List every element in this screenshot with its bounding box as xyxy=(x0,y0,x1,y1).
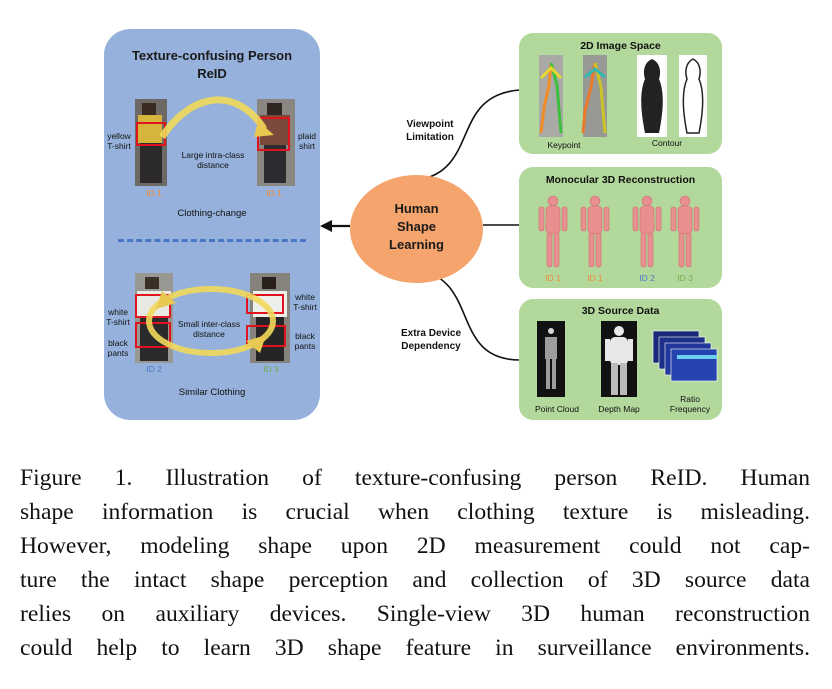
keypoint-caption: Keypoint xyxy=(547,140,581,150)
label-white-tshirt-right: white T-shirt xyxy=(293,292,317,312)
viewpoint-limitation-label: Viewpoint Limitation xyxy=(406,119,454,143)
caption-line: relies on auxiliary devices. Single-view… xyxy=(20,601,810,627)
label-black-pants-left: black pants xyxy=(107,338,129,358)
panel-mono-title: Monocular 3D Reconstruction xyxy=(545,174,696,186)
id-label-bottom-right: ID 3 xyxy=(263,364,279,374)
mesh-id-4: ID 3 xyxy=(677,273,693,283)
mesh-3 xyxy=(632,195,662,268)
contour-caption: Contour xyxy=(651,138,683,148)
arrow-head-left xyxy=(320,220,332,232)
figure-caption: Figure 1. Illustration of texture-confus… xyxy=(20,461,810,665)
label-white-tshirt-left: white T-shirt xyxy=(106,307,130,327)
large-intra-class-distance: Large intra-class distance xyxy=(181,150,245,170)
clothing-change-caption: Clothing-change xyxy=(177,208,247,219)
caption-line: Figure 1. Illustration of texture-confus… xyxy=(20,465,810,491)
person-photo-id1-b xyxy=(257,99,295,186)
person-photo-id1-a xyxy=(135,99,167,186)
id-label-bottom-left: ID 2 xyxy=(146,364,162,374)
person-photo-id2 xyxy=(135,273,173,363)
panel-2d-title: 2D Image Space xyxy=(580,40,661,52)
depth-map-caption: Depth Map xyxy=(598,404,640,414)
label-yellow-tshirt: yellow T-shirt xyxy=(107,131,131,151)
ratio-frequency-caption: Ratio Frequency xyxy=(669,394,711,414)
point-cloud-caption: Point Cloud xyxy=(535,404,579,414)
panel-3d-source-title: 3D Source Data xyxy=(581,305,660,317)
caption-line: could help to learn 3D shape feature in … xyxy=(20,635,810,661)
mesh-id-2: ID 1 xyxy=(587,273,603,283)
caption-line: shape information is crucial when clothi… xyxy=(20,499,810,525)
panel-mono-graphics xyxy=(538,195,700,268)
human-shape-learning-ellipse xyxy=(350,175,483,283)
mesh-4 xyxy=(670,195,700,268)
extra-device-dependency-label: Extra Device Dependency xyxy=(400,328,462,352)
label-black-pants-right: black pants xyxy=(294,331,316,351)
mesh-id-3: ID 2 xyxy=(639,273,655,283)
panel-3d-source-graphics xyxy=(537,321,718,397)
label-plaid-shirt: plaid shirt xyxy=(298,131,316,151)
mesh-2 xyxy=(580,195,610,268)
id-label-top-left: ID 1 xyxy=(146,188,162,198)
left-panel-graphics xyxy=(135,96,295,363)
person-photo-id3 xyxy=(246,273,290,363)
mesh-id-1: ID 1 xyxy=(545,273,561,283)
caption-line: However, modeling shape upon 2D measurem… xyxy=(20,533,810,559)
similar-clothing-caption: Similar Clothing xyxy=(178,387,246,398)
id-label-top-right: ID 1 xyxy=(266,188,282,198)
caption-line: ture the intact shape perception and col… xyxy=(20,567,810,593)
human-shape-learning-label: Human Shape Learning xyxy=(389,201,444,252)
divider xyxy=(118,239,306,242)
ratio-frequency-stack xyxy=(652,330,718,382)
mesh-1 xyxy=(538,195,568,268)
panel-title: Texture-confusing Person ReID xyxy=(131,48,293,81)
panel-2d-graphics xyxy=(539,55,707,137)
small-inter-class-distance: Small inter-class distance xyxy=(177,319,241,339)
